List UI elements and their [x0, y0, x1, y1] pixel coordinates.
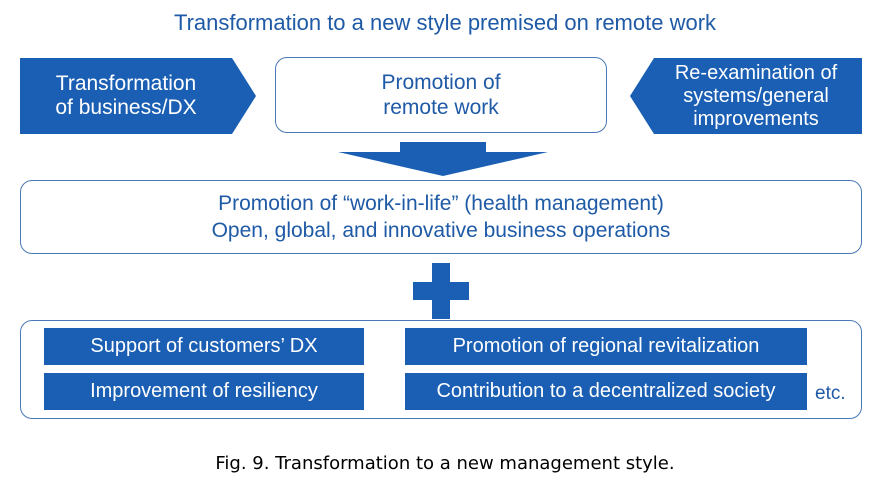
remote-work-line2: remote work	[383, 96, 499, 119]
right-arrow-line2: systems/general	[683, 84, 829, 107]
remote-work-box: Promotion of remote work	[275, 57, 607, 133]
work-in-life-box: Promotion of “work-in-life” (health mana…	[20, 180, 862, 254]
etc-label: etc.	[815, 383, 846, 404]
outcome-item-regional-revitalization: Promotion of regional revitalization	[405, 328, 807, 365]
left-arrow-line1: Transformation	[55, 72, 197, 95]
left-arrow-shape	[20, 58, 256, 134]
left-arrow-label: Transformation of business/DX	[20, 58, 232, 134]
work-in-life-line2: Open, global, and innovative business op…	[211, 219, 671, 242]
work-in-life-line1: Promotion of “work-in-life” (health mana…	[218, 192, 664, 215]
right-arrow-shape	[630, 58, 862, 134]
diagram-title: Transformation to a new style premised o…	[173, 10, 717, 35]
figure-caption: Fig. 9. Transformation to a new manageme…	[215, 453, 675, 474]
remote-work-line1: Promotion of	[381, 71, 501, 94]
plus-icon	[413, 263, 469, 319]
left-arrow-line2: of business/DX	[55, 96, 197, 119]
right-arrow-label: Re-examination of systems/general improv…	[650, 58, 862, 134]
down-arrow-icon	[338, 142, 548, 176]
right-arrow-line3: improvements	[693, 107, 819, 130]
outcome-item-resiliency: Improvement of resiliency	[44, 373, 364, 410]
outcome-item-decentralized-society: Contribution to a decentralized society	[405, 373, 807, 410]
outcome-item-customers-dx: Support of customers’ DX	[44, 328, 364, 365]
right-arrow-line1: Re-examination of	[674, 61, 838, 84]
